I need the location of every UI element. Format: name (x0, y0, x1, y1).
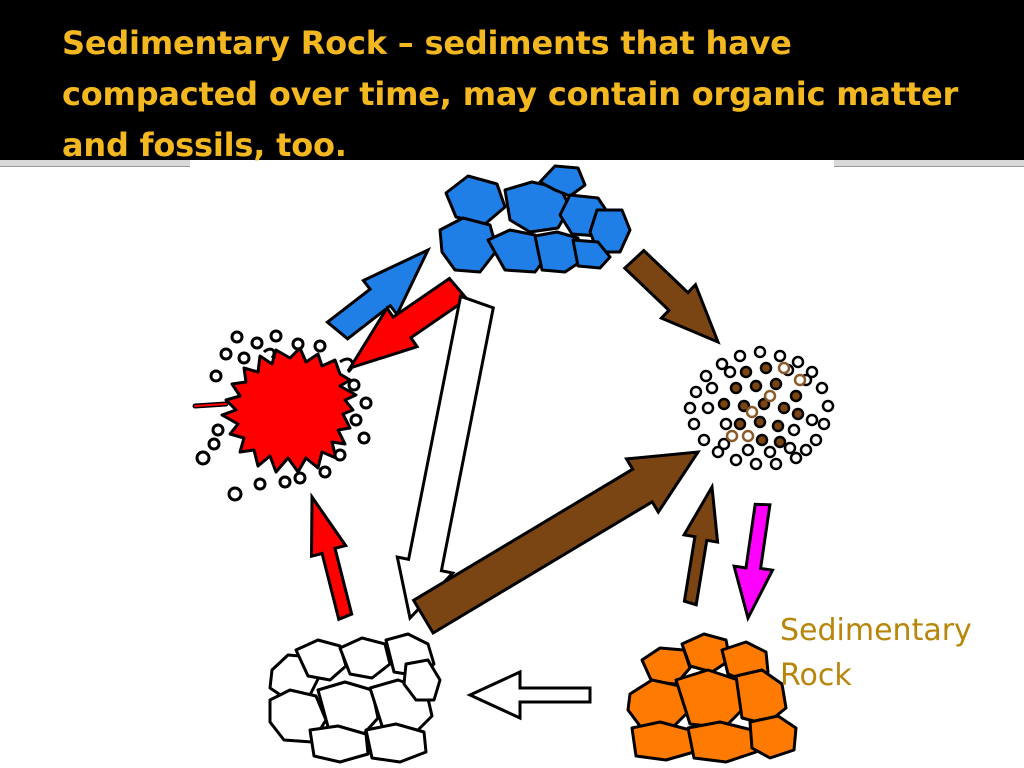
blue-rock-icon (438, 164, 632, 274)
title-bar: Sedimentary Rock – sediments that have c… (0, 0, 1024, 164)
sedimentary-rock-label: Sedimentary Rock (780, 608, 1020, 698)
red-arrow-left (309, 492, 354, 622)
divider-left (0, 160, 190, 166)
sedimentary-rock-label-line-2: Rock (780, 658, 852, 693)
slide-title-line-1: Sedimentary Rock – sediments that have (62, 24, 792, 62)
slide-title-line-3: and fossils, too. (62, 126, 347, 164)
red-arrow-top (346, 276, 470, 371)
slide-title-line-2: compacted over time, may contain organic… (62, 75, 959, 113)
brown-arrow-right (681, 482, 720, 607)
white-rock-icon (268, 632, 442, 764)
brown-arrow-long (411, 450, 701, 636)
orange-rock-icon (626, 632, 798, 764)
red-splat-icon (192, 329, 373, 502)
white-arrow-long (395, 294, 496, 622)
divider-right (834, 160, 1024, 166)
sedimentary-rock-label-line-1: Sedimentary (780, 613, 972, 648)
pink-arrow (732, 502, 775, 623)
white-arrow-short (466, 669, 592, 721)
slide-title: Sedimentary Rock – sediments that have c… (62, 18, 982, 171)
dotted-sediment-icon (683, 345, 835, 471)
blue-arrow (324, 246, 432, 341)
brown-arrow-top (622, 248, 721, 345)
